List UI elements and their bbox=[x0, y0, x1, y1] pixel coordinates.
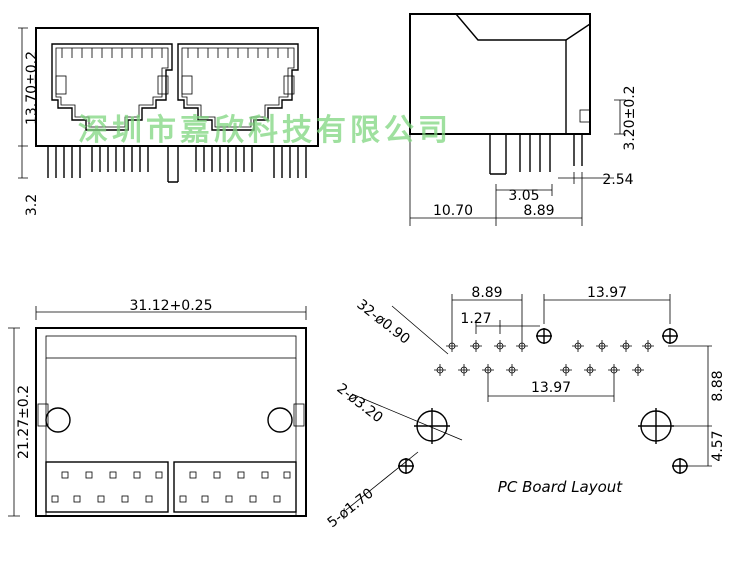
front-housing bbox=[35, 27, 319, 147]
side-dim-2: 2.54 bbox=[602, 172, 633, 188]
pcb-dim-2: 1.27 bbox=[460, 311, 491, 327]
pcb-hole-label-3: 5-ø1.70 bbox=[325, 485, 377, 531]
watermark-text: 深圳市嘉欣科技有限公司 bbox=[78, 113, 452, 148]
side-view: 3.20±0.2 3.05 2.54 10.70 8.89 bbox=[409, 13, 638, 226]
mount-hole-right bbox=[267, 407, 293, 433]
pcb-hole-label-2: 2-ø3.20 bbox=[334, 381, 386, 427]
pcb-dim-6: 4.57 bbox=[710, 430, 726, 461]
port-left bbox=[51, 43, 173, 131]
side-dim-4: 8.89 bbox=[523, 203, 554, 219]
pcb-layout-title: PC Board Layout bbox=[498, 478, 624, 496]
pcb-medium-holes bbox=[398, 328, 688, 474]
pcb-layout: 32-ø0.90 2-ø3.20 5-ø1.70 8.89 1.27 13.97… bbox=[325, 285, 726, 531]
top-housing bbox=[35, 327, 307, 517]
side-dim-3: 10.70 bbox=[433, 203, 473, 219]
top-view: 31.12+0.25 21.27±0.2 bbox=[8, 298, 307, 517]
front-pin-label: 3.2 bbox=[24, 194, 40, 216]
side-dim-1: 3.05 bbox=[508, 188, 539, 204]
top-pin-grid bbox=[51, 471, 291, 503]
side-height-label: 3.20±0.2 bbox=[622, 85, 638, 150]
port-right bbox=[177, 43, 299, 131]
pcb-dim-5: 8.88 bbox=[710, 370, 726, 401]
front-height-label: 13.70±0.2 bbox=[24, 51, 40, 125]
side-housing bbox=[409, 13, 591, 135]
pcb-dim-4: 13.97 bbox=[531, 380, 571, 396]
front-view: 13.70±0.2 3.2 bbox=[18, 27, 319, 216]
pcb-dim-3: 13.97 bbox=[587, 285, 627, 301]
pcb-large-holes bbox=[414, 408, 674, 444]
pcb-small-holes bbox=[436, 342, 652, 374]
mount-hole-left bbox=[45, 407, 71, 433]
top-width-label: 31.12+0.25 bbox=[130, 298, 213, 314]
top-depth-label: 21.27±0.2 bbox=[16, 385, 32, 459]
front-pins bbox=[47, 146, 307, 183]
pcb-dim-1: 8.89 bbox=[471, 285, 502, 301]
pcb-hole-label-1: 32-ø0.90 bbox=[354, 297, 413, 348]
